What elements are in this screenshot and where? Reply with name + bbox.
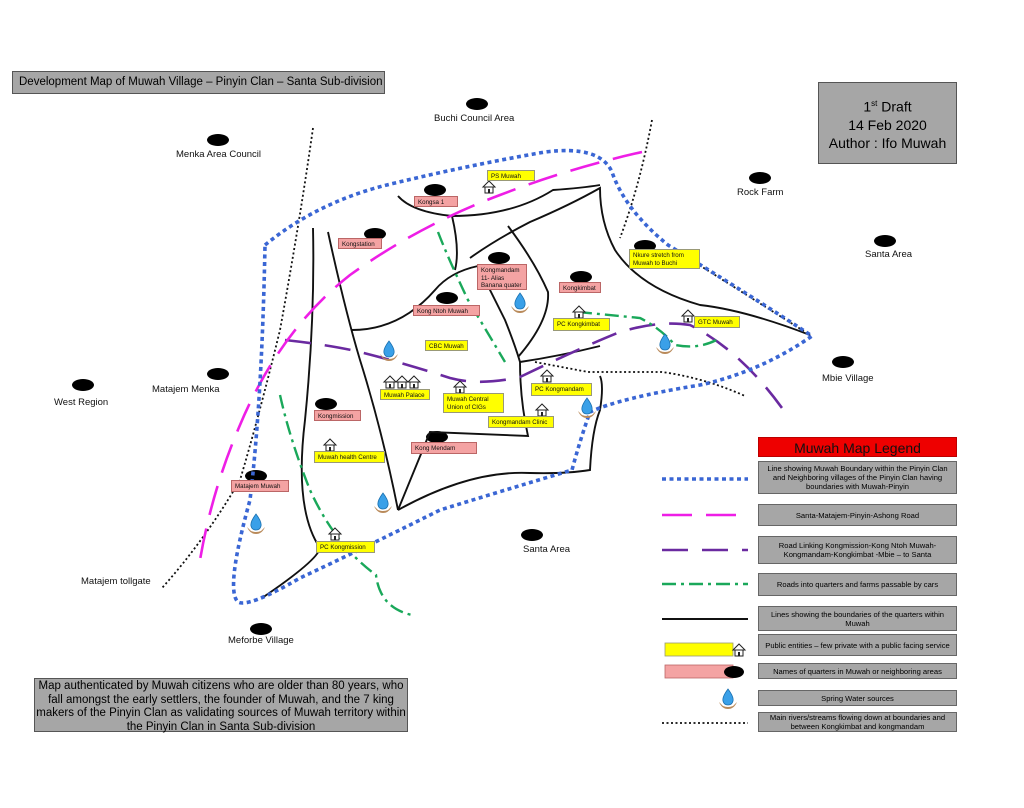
legend-samples <box>662 477 748 724</box>
place-menka: Menka Area Council <box>176 149 262 160</box>
main-road <box>198 150 643 561</box>
draft-number: 1st Draft <box>863 98 912 115</box>
place-matajem-menka: Matajem Menka <box>152 384 220 395</box>
legend-item-public-entities: Public entities – few private with a pub… <box>758 634 957 656</box>
quarter-kong-ntoh: Kong Ntoh Muwah <box>413 305 480 316</box>
draft-info: 1st Draft 14 Feb 2020 Author : Ifo Muwah <box>818 82 957 164</box>
public-pc-kongmission: PC Kongmission <box>316 541 375 553</box>
public-muwah-central: Muwah Central Union of CIGs <box>443 393 504 413</box>
legend-title: Muwah Map Legend <box>758 437 957 457</box>
legend-item-quarter-names: Names of quarters in Muwah or neighborin… <box>758 663 957 679</box>
legend-item-rivers: Main rivers/streams flowing down at boun… <box>758 712 957 732</box>
public-cbc-muwah: CBC Muwah <box>425 340 468 351</box>
place-buchi: Buchi Council Area <box>434 113 515 124</box>
draft-date: 14 Feb 2020 <box>848 116 927 133</box>
place-mbie: Mbie Village <box>822 373 874 384</box>
place-rock-farm: Rock Farm <box>737 187 784 198</box>
quarter-boundaries <box>261 184 811 599</box>
place-matajem-tollgate: Matajem tollgate <box>81 576 151 587</box>
legend-item-link-road: Road Linking Kongmission-Kong Ntoh Muwah… <box>758 536 957 564</box>
draft-author: Author : Ifo Muwah <box>828 134 947 151</box>
quarter-matajem-muwah: Matajem Muwah <box>231 480 289 492</box>
quarter-kongsa: Kongsa 1 <box>414 196 458 207</box>
legend-item-main-road: Santa-Matajem-Pinyin-Ashong Road <box>758 504 957 526</box>
link-road <box>284 322 784 409</box>
legend-item-quarter-boundary: Lines showing the boundaries of the quar… <box>758 606 957 631</box>
quarter-kongmandam-alias: Kongmandam 11- Alias Banana quater <box>477 264 527 290</box>
rivers <box>161 119 811 589</box>
muwah-boundary <box>231 148 816 605</box>
quarter-kong-mendam: Kong Mendam <box>411 442 477 454</box>
public-kongmandam-clinic: Kongmandam Clinic <box>488 416 554 428</box>
legend-item-springs: Spring Water sources <box>758 690 957 706</box>
place-santa-area-south: Santa Area <box>523 544 571 555</box>
legend-item-car-road: Roads into quarters and farms passable b… <box>758 573 957 596</box>
public-pc-kongkimbat: PC Kongkimbat <box>553 318 610 331</box>
place-west-region: West Region <box>54 397 109 408</box>
public-ps-muwah: PS Muwah <box>487 170 535 181</box>
place-meforbe: Meforbe Village <box>228 635 294 646</box>
place-santa-area-east: Santa Area <box>865 249 913 260</box>
public-nkure: Nkure stretch from Muwah to Buchi <box>629 249 700 269</box>
legend-item-boundary: Line showing Muwah Boundary within the P… <box>758 461 957 494</box>
public-gtc-muwah: GTC Muwah <box>694 316 740 328</box>
quarter-kongmission: Kongmission <box>314 410 361 421</box>
public-muwah-palace: Muwah Palace <box>380 389 430 400</box>
public-health-centre: Muwah health Centre <box>314 451 385 463</box>
authentication-note: Map authenticated by Muwah citizens who … <box>34 678 408 733</box>
public-pc-kongmandam: PC Kongmandam <box>531 383 592 396</box>
quarter-kongstation: Kongstation <box>338 238 382 249</box>
quarter-kongkimbat: Kongkimbat <box>559 282 601 293</box>
map-title: Development Map of Muwah Village – Pinyi… <box>12 71 385 94</box>
